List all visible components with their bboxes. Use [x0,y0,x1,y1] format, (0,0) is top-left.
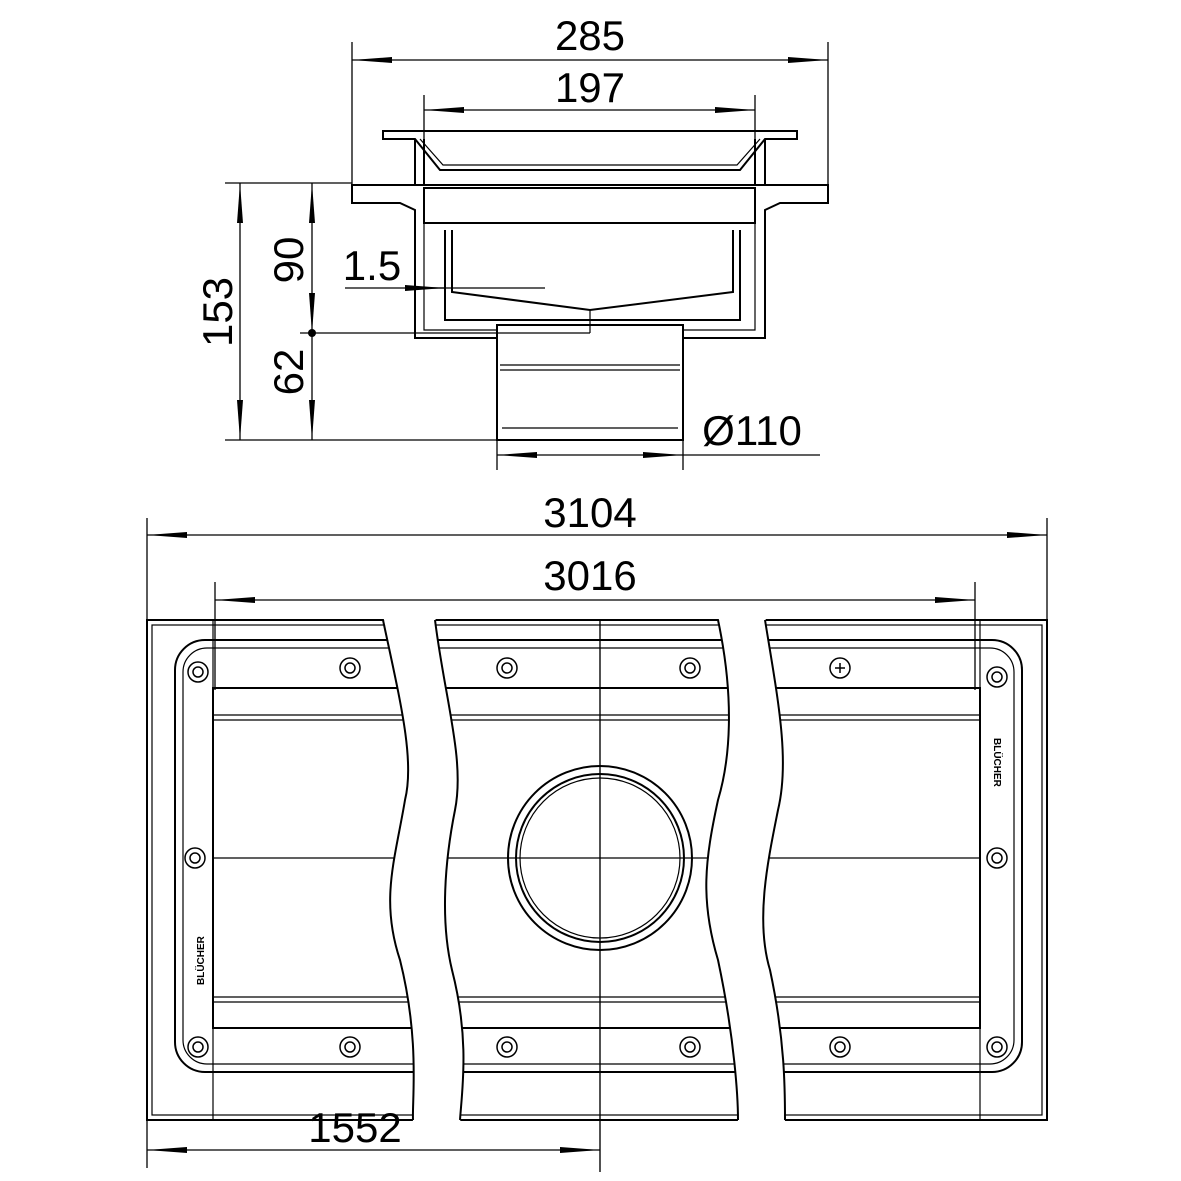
screws [184,657,1008,1058]
logo-left: BLÜCHER [194,935,207,985]
dim-1552-label: 1552 [308,1104,401,1151]
logo-right: BLÜCHER [991,738,1004,788]
channel-frame [146,619,1048,1121]
section-view: 285 197 153 90 62 [194,12,829,470]
dim-3104-label: 3104 [543,489,636,536]
grate [382,130,798,171]
channel-bottom [451,230,734,312]
dim-197-label: 197 [555,64,625,111]
dim-3016-label: 3016 [543,552,636,599]
dim-285-label: 285 [555,12,625,59]
dim-90-label: 90 [265,237,312,284]
break-gap-right [706,615,785,1125]
flange-border [174,639,1023,1073]
grate-inner [419,138,761,166]
channel-inner [444,230,741,321]
plan-view: 3104 3016 [146,489,1048,1172]
dim-153-label: 153 [194,277,241,347]
dim-110-label: Ø110 [702,407,802,454]
outlet-pipe [496,325,684,441]
grate-frame [423,187,756,224]
dim-62-label: 62 [265,349,312,396]
break-gap-left [383,615,464,1125]
phillips-screw-icon [835,663,845,673]
dim-1-5-label: 1.5 [343,242,401,289]
